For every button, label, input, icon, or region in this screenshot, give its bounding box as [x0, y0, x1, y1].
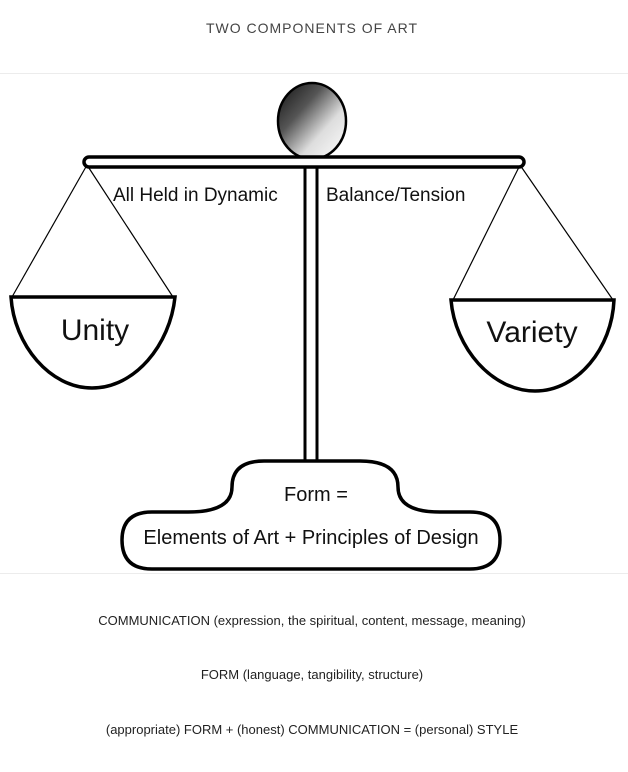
right-pan [449, 298, 616, 393]
right-pan-strings [452, 164, 614, 301]
scale-base [120, 459, 502, 571]
style-equation-note: (appropriate) FORM + (honest) COMMUNICAT… [105, 722, 519, 737]
balance-scale-diagram: All Held in Dynamic Balance/Tension Unit… [9, 81, 616, 571]
page-title: TWO COMPONENTS OF ART [205, 20, 419, 36]
unity-label: Unity [61, 314, 129, 347]
top-divider [0, 73, 628, 74]
scale-post [303, 164, 319, 468]
elements-principles-label: Elements of Art + Principles of Design [143, 527, 478, 549]
banner-right-label: Balance/Tension [326, 185, 465, 206]
scale-beam [82, 155, 526, 169]
variety-label: Variety [486, 316, 577, 349]
form-note: FORM (language, tangibility, structure) [200, 667, 424, 682]
banner-left-label: All Held in Dynamic [113, 185, 278, 206]
left-pan-strings [11, 164, 174, 298]
scale-knob [276, 81, 348, 161]
bottom-divider [0, 573, 628, 574]
left-pan [9, 295, 177, 390]
communication-note: COMMUNICATION (expression, the spiritual… [98, 613, 526, 628]
form-label: Form = [284, 484, 348, 506]
